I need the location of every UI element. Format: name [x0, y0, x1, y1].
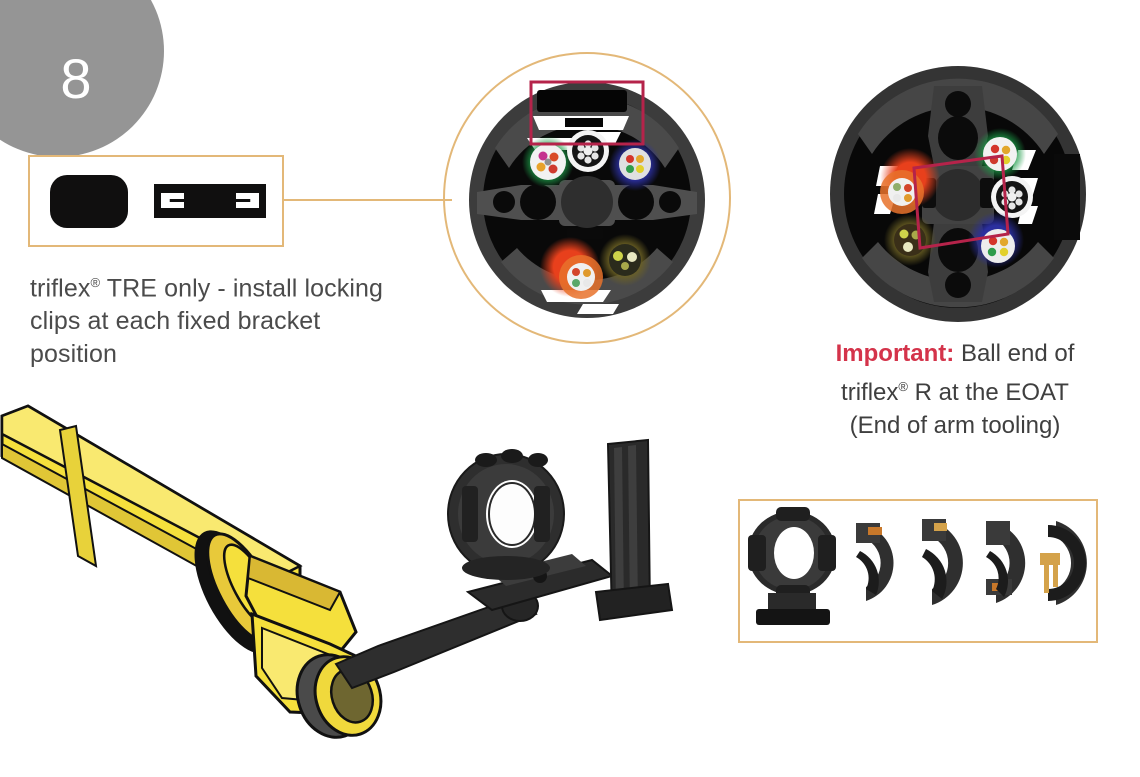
cable-red [880, 148, 940, 214]
bracket-full-ring-with-base [748, 507, 836, 625]
robot-arm-drawing [0, 404, 674, 739]
carrier-cross-section-ball-end [822, 58, 1094, 330]
step-number-label: 8 [60, 47, 92, 110]
bracket-parts-strip [738, 499, 1098, 643]
carrier-cross-section-with-clip [443, 52, 731, 344]
eoat-ring-bracket [447, 449, 565, 580]
bracket-half-shell-a [856, 523, 894, 601]
leader-line [284, 199, 452, 201]
caption-line2: clips at each fixed bracket [30, 307, 321, 336]
cable-olive [884, 214, 936, 266]
important-keyword: Important: [835, 340, 955, 367]
bracket-half-shell-b [922, 519, 963, 605]
bracket-parts-drawing [748, 507, 1087, 625]
locking-clip-oval-icon [50, 175, 128, 228]
important-line3: (End of arm tooling) [849, 412, 1061, 439]
cable-green [974, 128, 1026, 180]
locking-clip-detail-box [28, 155, 284, 247]
bracket-half-shell-d [1040, 521, 1087, 605]
important-line2-pre: triflex [841, 379, 899, 406]
registered-mark-icon: ® [90, 275, 101, 290]
tre-instruction-caption: triflex® TRE only - install locking clip… [30, 266, 430, 371]
callout-circle-outline [443, 52, 731, 344]
registered-mark-icon: ® [898, 379, 908, 394]
step-number-badge: 8 [0, 0, 164, 157]
highlight-parallelogram [912, 154, 1010, 250]
cross-section-drawing [830, 66, 1086, 322]
important-line1-rest: Ball end of [954, 340, 1075, 367]
bracket-half-shell-c [986, 521, 1026, 603]
caption-line3: position [30, 340, 117, 369]
locking-clip-bar-icon [154, 184, 266, 218]
important-note: Important: Ball end of triflex® R at the… [805, 337, 1105, 442]
important-line2-post: R at the EOAT [907, 379, 1069, 406]
caption-line1-pre: triflex [30, 274, 91, 303]
robot-arm-illustration [0, 396, 700, 777]
cable-silver [991, 176, 1033, 218]
eoat-vertical-rail [594, 438, 674, 622]
caption-line1-post: TRE only - install locking [100, 274, 384, 303]
